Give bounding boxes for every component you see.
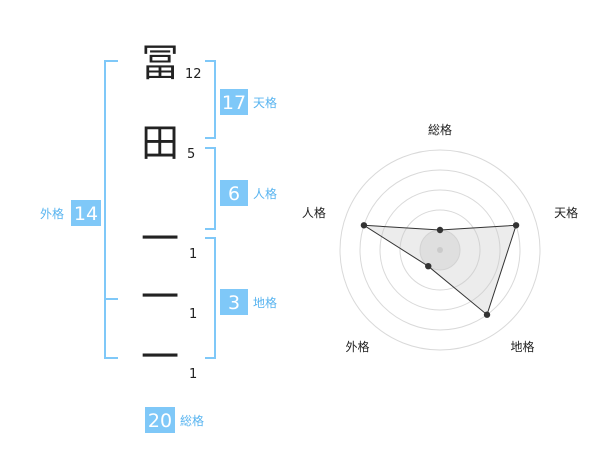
radar-point-2	[483, 311, 491, 318]
jinkaku-badge-box	[220, 180, 248, 206]
soukaku-label: 総格	[180, 413, 204, 428]
radar-point-0	[436, 226, 444, 234]
chikaku-value: 3	[228, 292, 240, 314]
radar-ring-2	[399, 209, 481, 291]
jinkaku-badge: 6 人格	[220, 180, 277, 206]
jinkaku-value: 6	[228, 183, 240, 205]
gaikaku-badge: 外格 14	[40, 200, 101, 226]
chikaku-label: 地格	[253, 295, 277, 310]
radar-axis-label-0: 総格	[428, 122, 452, 137]
gaikaku-badge-box	[71, 200, 101, 226]
radar-ring-5	[339, 149, 541, 351]
name-column: 冨 12 田 5 一 1 一 1 一 1	[141, 41, 202, 382]
gaikaku-value: 14	[74, 203, 98, 225]
soukaku-badge: 20 総格	[145, 407, 204, 433]
name-char-4: 一	[141, 275, 179, 319]
tenkaku-badge: 17 天格	[220, 89, 277, 115]
stroke-count-4: 1	[189, 307, 197, 322]
radar-point-1	[512, 222, 520, 229]
jinkaku-label: 人格	[253, 186, 277, 201]
tenkaku-label: 天格	[253, 95, 277, 110]
radar-center-dot	[437, 247, 443, 253]
stroke-count-1: 12	[185, 67, 202, 82]
radar-ring-4	[359, 169, 521, 331]
gaikaku-label: 外格	[40, 206, 64, 221]
radar-axis-label-1: 天格	[554, 205, 578, 220]
radar-point-3	[425, 262, 432, 270]
name-char-3: 一	[141, 217, 179, 261]
gaikaku-bracket	[104, 60, 118, 359]
radar-polygon	[363, 224, 517, 316]
radar-axis-label-2: 地格	[511, 339, 535, 354]
radar-point-4	[360, 222, 368, 229]
brackets	[104, 60, 216, 359]
radar-axis-label-4: 人格	[302, 205, 326, 220]
name-char-2: 田	[141, 121, 179, 165]
stroke-count-5: 1	[189, 367, 197, 382]
radar-axis-label-3: 外格	[345, 339, 369, 354]
chikaku-bracket	[205, 237, 216, 359]
jinkaku-bracket	[205, 147, 216, 230]
chikaku-badge-box	[220, 289, 248, 315]
soukaku-value: 20	[148, 410, 172, 432]
tenkaku-badge-box	[220, 89, 248, 115]
soukaku-badge-box	[145, 407, 175, 433]
name-char-1: 冨	[141, 41, 179, 85]
name-char-5: 一	[141, 335, 179, 379]
stroke-count-3: 1	[189, 247, 197, 262]
tenkaku-bracket	[205, 60, 216, 139]
chikaku-badge: 3 地格	[220, 289, 277, 315]
stroke-count-2: 5	[187, 147, 195, 162]
tenkaku-value: 17	[222, 92, 246, 114]
radar-ring-3	[379, 189, 501, 311]
